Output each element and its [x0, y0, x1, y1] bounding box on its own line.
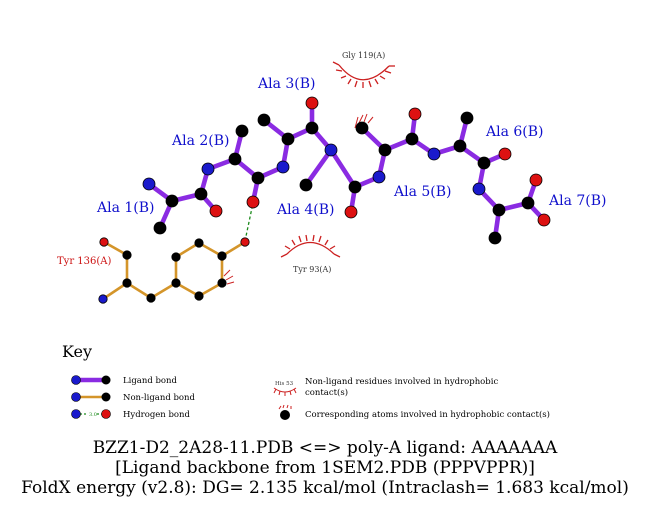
hydrophobic-arc-tyr93 — [280, 234, 341, 258]
caption-line-2: [Ligand backbone from 1SEM2.PDB (PPPVPPR… — [115, 458, 535, 478]
label-ala2: Ala 2(B) — [171, 133, 230, 149]
hydrophobic-atom-spokes — [223, 113, 374, 285]
key-ligand-bond — [71, 375, 111, 385]
key-nonligand-bond — [71, 392, 111, 402]
key-hydrophobic-residue — [273, 387, 297, 396]
label-ala3: Ala 3(B) — [257, 76, 316, 92]
tyr136-atoms — [98, 237, 250, 304]
key-nonligand-bond-label: Non-ligand bond — [123, 393, 195, 403]
tyr136-residue — [102, 240, 246, 301]
label-gly119: Gly 119(A) — [342, 51, 385, 60]
caption-line-3: FoldX energy (v2.8): DG= 2.135 kcal/mol … — [21, 478, 629, 498]
label-ala7: Ala 7(B) — [548, 193, 607, 209]
key-title: Key — [62, 342, 92, 361]
label-ala6: Ala 6(B) — [485, 124, 544, 140]
ligand-atoms — [142, 96, 551, 245]
caption-line-1: BZZ1-D2_2A28-11.PDB <=> poly-A ligand: A… — [93, 438, 558, 458]
key-hydrophobic-atom — [278, 404, 292, 420]
label-tyr93: Tyr 93(A) — [293, 265, 331, 274]
label-ala5: Ala 5(B) — [393, 184, 452, 200]
key-hydrogen-bond-label: Hydrogen bond — [123, 410, 191, 420]
key-hydrophobic-residues-label-2: contact(s) — [305, 387, 348, 398]
key-ligand-bond-label: Ligand bond — [123, 376, 178, 386]
key-hydrogen-bond: 3.0 — [71, 409, 111, 419]
key-hydrophobic-atoms-label: Corresponding atoms involved in hydropho… — [305, 409, 550, 420]
key-example-residue: His 53 — [275, 381, 294, 387]
label-ala4: Ala 4(B) — [276, 202, 335, 218]
key-hydrophobic-residues-label-1: Non-ligand residues involved in hydropho… — [305, 377, 498, 387]
key-hbond-distance: 3.0 — [89, 412, 97, 418]
hydrogen-bond — [244, 202, 254, 242]
label-ala1: Ala 1(B) — [96, 200, 155, 216]
hydrophobic-arc-gly119 — [332, 61, 395, 88]
label-tyr136: Tyr 136(A) — [57, 256, 111, 267]
